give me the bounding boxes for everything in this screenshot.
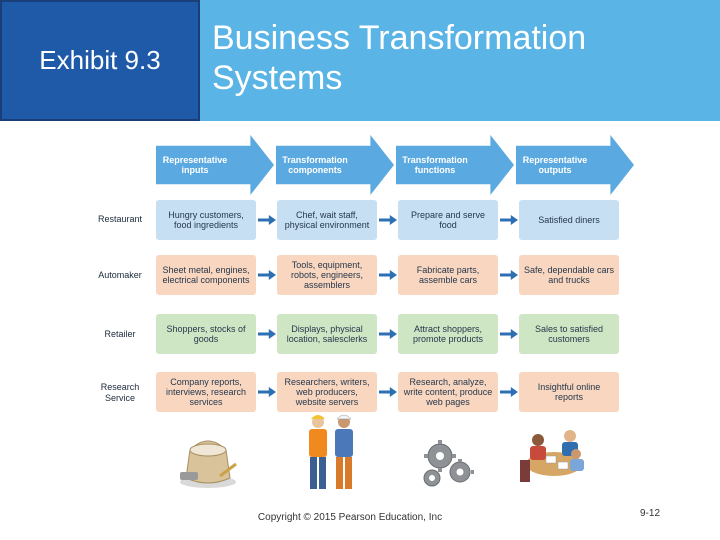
flour-sack-icon <box>180 440 237 488</box>
arrow-right-icon <box>258 215 276 225</box>
exhibit-label-box: Exhibit 9.3 <box>0 0 200 121</box>
arrow-right-icon <box>500 270 518 280</box>
exhibit-label: Exhibit 9.3 <box>39 45 161 75</box>
arrow-right-icon <box>258 329 276 339</box>
automaker-functions-box: Fabricate parts,assemble cars <box>398 255 498 295</box>
arrow-right-icon <box>258 270 276 280</box>
arrow-right-icon <box>500 215 518 225</box>
row-label-automaker: Automaker <box>98 270 142 280</box>
title-band: Business Transformation Systems <box>200 0 720 121</box>
arrow-right-icon <box>379 387 397 397</box>
restaurant-inputs-box: Hungry customers,food ingredients <box>156 200 256 240</box>
automaker-inputs-box: Sheet metal, engines,electrical componen… <box>156 255 256 295</box>
arrow-right-icon <box>379 270 397 280</box>
arrow-right-icon <box>258 387 276 397</box>
restaurant-components-box: Chef, wait staff,physical environment <box>277 200 377 240</box>
research-components-box: Researchers, writers,web producers,websi… <box>277 372 377 412</box>
arrow-right-icon <box>500 329 518 339</box>
copyright-text: Copyright © 2015 Pearson Education, Inc <box>257 512 443 523</box>
row-label-retailer: Retailer <box>104 329 136 339</box>
page-title: Business Transformation Systems <box>212 19 587 97</box>
restaurant-outputs-box: Satisfied diners <box>519 200 619 240</box>
workers-icon <box>309 414 353 489</box>
research-functions-box: Research, analyze,write content, produce… <box>398 372 498 412</box>
automaker-components-box: Tools, equipment,robots, engineers,assem… <box>277 255 377 295</box>
gears-icon <box>423 440 474 487</box>
arrow-right-icon <box>379 215 397 225</box>
arrow-right-icon <box>500 387 518 397</box>
page-number: 9-12 <box>640 508 661 519</box>
row-label-restaurant: Restaurant <box>97 214 143 224</box>
retailer-functions-box: Attract shoppers,promote products <box>398 314 498 354</box>
team-meeting-icon <box>520 430 584 482</box>
arrow-right-icon <box>379 329 397 339</box>
